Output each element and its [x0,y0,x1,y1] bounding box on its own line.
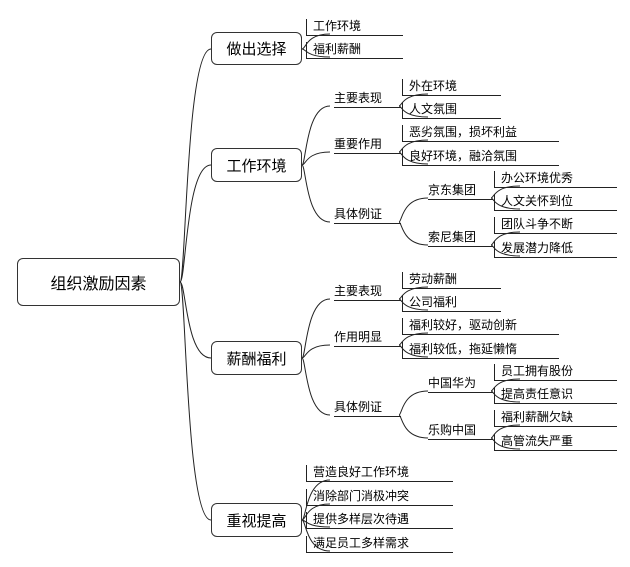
link-g4-i1 [398,344,429,358]
link-s2-i0 [490,378,521,392]
group-label: 主要表现 [334,284,401,301]
leaf-item: 员工拥有股份 [494,364,617,381]
leaf-item: 营造良好工作环境 [306,465,453,482]
leaf-item: 外在环境 [402,79,501,96]
leaf-item: 福利较低，拖延懒惰 [402,342,559,359]
leaf-item: 满足员工多样需求 [306,536,453,553]
link-s2-i1 [490,390,521,403]
link-g0-i0 [398,93,429,107]
leaf-item: 团队斗争不断 [494,217,617,234]
link-g1-i0 [398,139,429,153]
link-g2-s1 [398,221,429,246]
link-g3-i1 [398,298,429,311]
link-g5-s0 [398,390,429,416]
group-label: 作用明显 [334,330,401,347]
link-g0-i1 [398,105,429,118]
leaf-item: 福利薪酬欠缺 [494,410,617,427]
link-s1-i0 [490,231,521,246]
group-label: 重要作用 [334,137,401,154]
leaf-item: 恶劣氛围，损坏利益 [402,125,559,142]
leaf-item: 良好环境，融洽氛围 [402,149,559,166]
leaf-item: 人文关怀到位 [494,194,617,211]
branch-work-environment: 工作环境 [211,148,302,182]
link-s3-i1 [490,437,521,450]
link-s0-i0 [490,185,521,199]
root-node: 组织激励因素 [17,258,180,306]
subgroup-label: 中国华为 [428,376,493,393]
subgroup-label: 索尼集团 [428,230,493,247]
group-label: 具体例证 [334,207,401,224]
leaf-item: 公司福利 [402,295,501,312]
link-s1-i1 [490,244,521,257]
link-b0-i1 [301,48,331,58]
link-b2-g0 [301,298,331,359]
leaf-item: 福利薪酬 [306,42,403,59]
link-root-b0 [179,48,212,283]
branch-salary-benefits: 薪酬福利 [211,341,302,375]
leaf-item: 工作环境 [306,19,403,36]
link-g1-i1 [398,151,429,165]
link-b1-g1 [301,151,331,166]
link-g4-i0 [398,332,429,346]
subgroup-label: 乐购中国 [428,423,493,440]
leaf-item: 人文氛围 [402,102,501,119]
link-g3-i0 [398,286,429,300]
link-root-b3 [179,281,212,521]
leaf-item: 办公环境优秀 [494,171,617,188]
link-g5-s1 [398,414,429,439]
link-root-b2 [179,281,212,359]
leaf-item: 消除部门消极冲突 [306,489,453,506]
link-b1-g0 [301,105,331,166]
link-b3-i1 [301,503,331,521]
link-s3-i0 [490,424,521,439]
subgroup-label: 京东集团 [428,183,493,200]
link-b3-i3 [301,519,331,552]
leaf-item: 提供多样层次待遇 [306,512,453,529]
leaf-item: 提高责任意识 [494,387,617,404]
leaf-item: 劳动薪酬 [402,272,501,289]
group-label: 具体例证 [334,400,401,417]
link-b2-g2 [301,357,331,416]
link-b0-i0 [301,33,331,50]
group-label: 主要表现 [334,91,401,108]
link-root-b1 [179,164,212,283]
leaf-item: 发展潜力降低 [494,241,617,258]
branch-emphasis-improve: 重视提高 [211,503,302,537]
leaf-item: 福利较好，驱动创新 [402,318,559,335]
link-b2-g1 [301,344,331,359]
branch-make-choice: 做出选择 [211,32,302,65]
link-g2-s0 [398,197,429,223]
link-s0-i1 [490,197,521,210]
leaf-item: 高管流失严重 [494,434,617,451]
link-b1-g2 [301,164,331,223]
